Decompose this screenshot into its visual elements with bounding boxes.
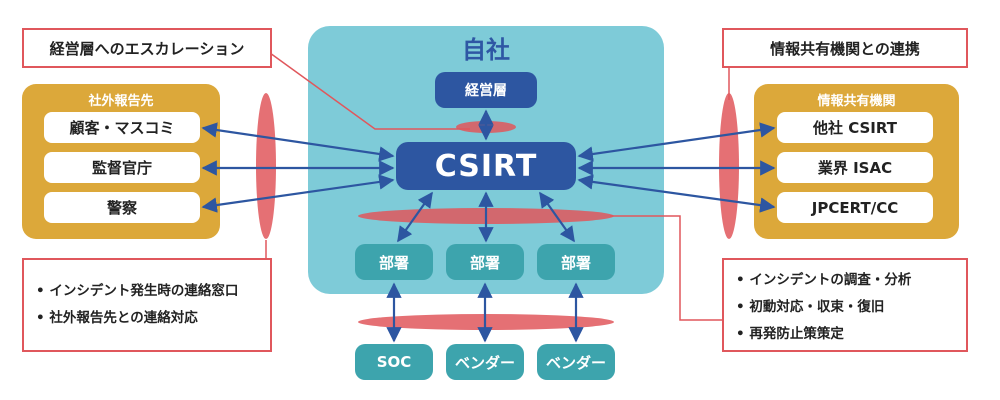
info-sharing-cooperation-callout: 情報共有機関との連携: [722, 28, 968, 68]
vendor-node-1: ベンダー: [446, 344, 524, 380]
department-node-1: 部署: [355, 244, 433, 280]
right-bullet-item: インシデントの調査・分析: [736, 267, 966, 294]
left-bullets-callout: インシデント発生時の連絡窓口 社外報告先との連絡対応: [22, 258, 272, 352]
info-sharing-title: 情報共有機関: [817, 94, 896, 109]
external-item-customer-media: 顧客・マスコミ: [44, 112, 200, 143]
soc-node: SOC: [355, 344, 433, 380]
arrow-csirt-customer-media: [201, 122, 395, 162]
right-bullets-connector: [610, 215, 724, 321]
department-node-2: 部署: [446, 244, 524, 280]
sharing-item-industry-isac: 業界 ISAC: [777, 152, 933, 183]
management-escalation-callout: 経営層へのエスカレーション: [22, 28, 272, 68]
external-report-title: 社外報告先: [88, 94, 154, 109]
external-item-regulator: 監督官庁: [44, 152, 200, 183]
sharing-item-jpcert: JPCERT/CC: [777, 192, 933, 223]
management-node: 経営層: [435, 72, 537, 108]
right-bullets-callout: インシデントの調査・分析 初動対応・収束・復旧 再発防止策策定: [722, 258, 968, 352]
left-bullet-item: 社外報告先との連絡対応: [36, 305, 270, 332]
arrow-csirt-department-1: [397, 191, 433, 243]
arrow-csirt-other-csirt: [577, 122, 776, 162]
left-bullet-item: インシデント発生時の連絡窓口: [36, 278, 270, 305]
department-node-3: 部署: [537, 244, 615, 280]
sharing-item-other-csirt: 他社 CSIRT: [777, 112, 933, 143]
arrow-csirt-department-3: [539, 191, 575, 243]
company-title: 自社: [462, 36, 510, 64]
vendor-node-2: ベンダー: [537, 344, 615, 380]
arrow-csirt-police: [201, 174, 395, 213]
external-item-police: 警察: [44, 192, 200, 223]
csirt-node: CSIRT: [396, 142, 576, 190]
right-bullet-item: 初動対応・収束・復旧: [736, 294, 966, 321]
arrow-csirt-jpcert: [577, 174, 776, 213]
right-bullet-item: 再発防止策策定: [736, 321, 966, 348]
